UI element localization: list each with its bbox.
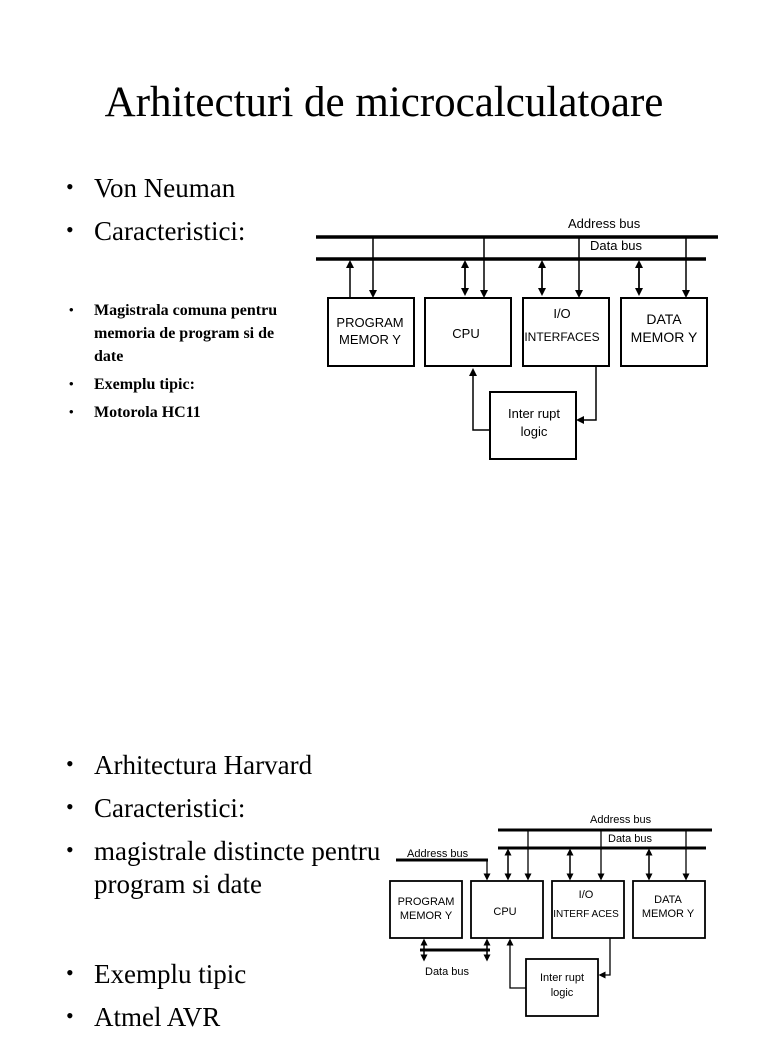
harvard-io-label-2: INTERF ACES [553, 909, 619, 920]
program-memory-box [327, 297, 415, 367]
page-title: Arhitecturi de microcalculatoare [104, 79, 664, 126]
bullet-exemplu-tipic: Exemplu tipic [64, 956, 384, 991]
detail-exemplu: Exemplu tipic: [66, 372, 286, 396]
harvard-io-label-1: I/O [579, 889, 594, 901]
program-memory-label-2: MEMOR Y [339, 332, 401, 347]
address-bus-label: Address bus [568, 216, 641, 231]
harvard-data-memory-box [632, 880, 706, 939]
io-label-2: INTERFACES [524, 330, 599, 344]
program-memory-label-1: PROGRAM [336, 315, 403, 330]
harvard-interrupt-label-1: Inter rupt [540, 972, 584, 984]
harvard-program-memory-box [389, 880, 463, 939]
interrupt-logic-box [489, 391, 577, 460]
program-data-bus-label: Data bus [425, 966, 470, 978]
connector-arrows [346, 237, 690, 431]
von-neumann-bullets: Von Neuman Caracteristici: [64, 170, 304, 258]
harvard-io-box [551, 880, 625, 939]
io-box [522, 297, 610, 367]
harvard-diagram: Address bus Data bus Address bus PROGRAM… [389, 814, 712, 1017]
harvard-bullets: Arhitectura Harvard Caracteristici: magi… [64, 747, 384, 911]
program-address-bus-label: Address bus [407, 848, 469, 860]
harvard-cpu-label: CPU [493, 906, 516, 918]
harvard-program-memory-label-2: MEMOR Y [400, 910, 453, 922]
von-neumann-details: Magistrala comuna pentru memoria de prog… [66, 298, 286, 429]
harvard-address-bus-label: Address bus [590, 814, 652, 826]
data-memory-box [620, 297, 708, 367]
interrupt-label-2: logic [521, 424, 548, 439]
interrupt-label-1: Inter rupt [508, 406, 560, 421]
bullet-arhitectura-harvard: Arhitectura Harvard [64, 747, 384, 782]
detail-motorola: Motorola HC11 [66, 400, 286, 424]
bullet-caracteristici: Caracteristici: [64, 213, 304, 248]
data-bus-label: Data bus [590, 238, 643, 253]
bullet-magistrale: magistrale distincte pentru program si d… [64, 833, 384, 901]
data-memory-label-1: DATA [646, 311, 682, 327]
bullet-caracteristici-2: Caracteristici: [64, 790, 384, 825]
cpu-label: CPU [452, 326, 479, 341]
harvard-data-memory-label-2: MEMOR Y [642, 908, 695, 920]
data-memory-label-2: MEMOR Y [631, 329, 698, 345]
von-neumann-diagram: Address bus Data bus PROGRAM MEMOR Y CPU… [316, 216, 718, 460]
bullet-von-neuman: Von Neuman [64, 170, 304, 205]
harvard-connector-arrows [420, 830, 690, 989]
harvard-interrupt-label-2: logic [551, 987, 574, 999]
io-label-1: I/O [553, 306, 570, 321]
harvard-data-bus-label: Data bus [608, 833, 653, 845]
harvard-data-memory-label-1: DATA [654, 894, 682, 906]
harvard-program-memory-label-1: PROGRAM [398, 896, 455, 908]
detail-magistrala: Magistrala comuna pentru memoria de prog… [66, 298, 286, 368]
harvard-cpu-box [470, 880, 544, 939]
cpu-box [424, 297, 512, 367]
